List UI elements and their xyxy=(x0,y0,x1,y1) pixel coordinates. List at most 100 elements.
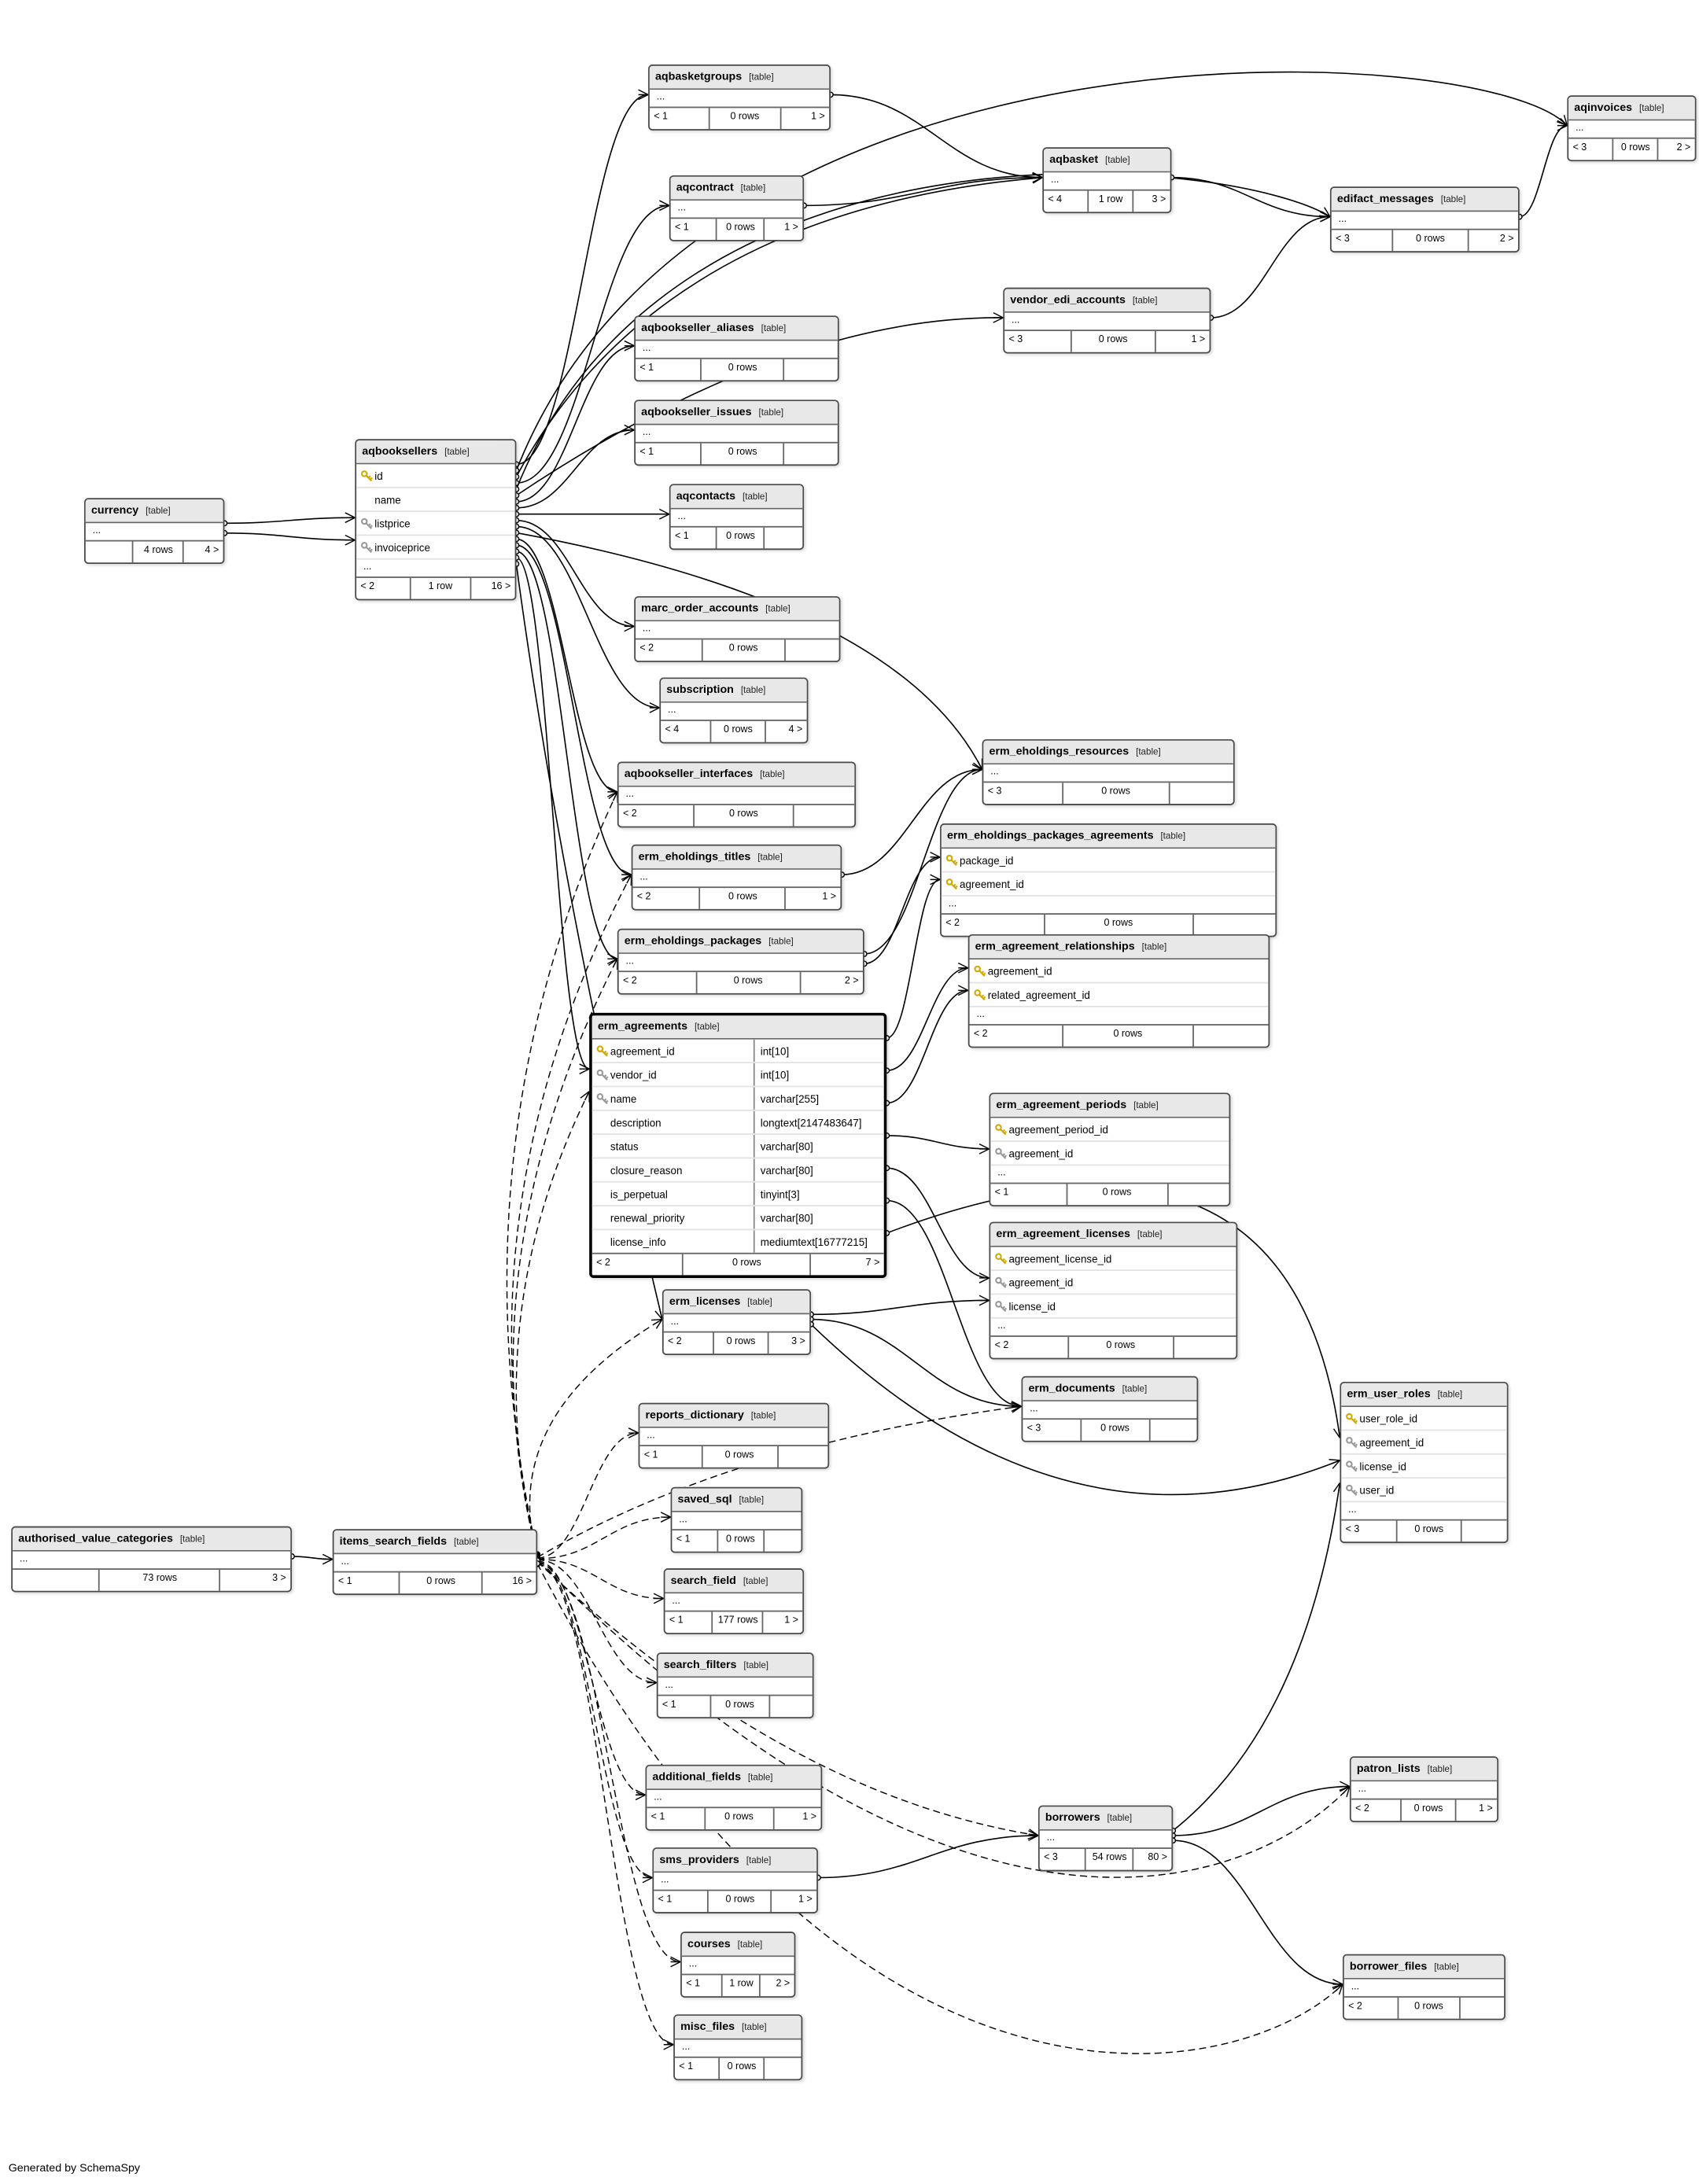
table-header: erm_agreement_relationships[table] xyxy=(969,935,1269,960)
table-header: aqbasket[table] xyxy=(1044,149,1170,173)
table-tag: [table] xyxy=(1427,1764,1453,1775)
table-title: aqbookseller_interfaces xyxy=(624,767,754,780)
table-tag: [table] xyxy=(739,1495,765,1505)
footer-child-count xyxy=(765,1530,802,1552)
relationship-edge xyxy=(883,985,969,1107)
footer-parent-count: < 1 xyxy=(647,1808,706,1829)
table-tag: [table] xyxy=(146,506,171,517)
ellipsis-row: ... xyxy=(1568,120,1695,139)
table-erm_agreement_licenses[interactable]: erm_agreement_licenses[table]agreement_l… xyxy=(989,1221,1238,1360)
relationship-edge xyxy=(534,1559,653,1884)
footer-parent-count: < 1 xyxy=(682,1975,724,1997)
relationship-edge xyxy=(534,1512,671,1562)
relationship-edge xyxy=(883,874,941,1041)
footer-child-count: 1 > xyxy=(802,1812,817,1823)
footer-row-count: 0 rows xyxy=(702,359,785,381)
table-header: aqbookseller_issues[table] xyxy=(636,401,838,425)
table-tag: [table] xyxy=(1141,942,1167,953)
relationship-edge xyxy=(529,1318,663,1560)
footer-parent-count: < 4 xyxy=(1044,190,1089,212)
footer-row-count: 0 rows xyxy=(1082,1420,1151,1441)
table-tag: [table] xyxy=(765,604,791,615)
table-header: borrowers[table] xyxy=(1039,1806,1172,1831)
footer-row-count: 0 rows xyxy=(714,1332,769,1354)
pk-key-icon xyxy=(995,1252,1009,1265)
relationship-edge xyxy=(513,89,649,468)
table-tag: [table] xyxy=(760,770,785,780)
table-tag: [table] xyxy=(1133,1101,1159,1111)
table-erm_eholdings_packages_agreements[interactable]: erm_eholdings_packages_agreements[table]… xyxy=(940,823,1277,937)
ellipsis-row: ... xyxy=(636,341,838,359)
footer-row-count: 0 rows xyxy=(1067,1184,1169,1206)
table-tag: [table] xyxy=(444,447,470,458)
table-title: misc_files xyxy=(680,2020,735,2033)
footer-row-count: 1 row xyxy=(723,1975,761,1997)
ellipsis-row: ... xyxy=(663,1314,810,1333)
relationship-edge xyxy=(534,1427,639,1561)
table-tag: [table] xyxy=(1137,1230,1163,1240)
table-tag: [table] xyxy=(1122,1384,1148,1394)
table-authorised_value_categories[interactable]: authorised_value_categories[table]...73 … xyxy=(11,1526,293,1593)
table-header: erm_agreements[table] xyxy=(592,1015,884,1040)
table-title: borrowers xyxy=(1045,1810,1100,1824)
table-tag: [table] xyxy=(746,1855,772,1866)
fk-key-icon xyxy=(1346,1483,1360,1496)
table-title: erm_licenses xyxy=(669,1295,741,1308)
footer-row-count: 0 rows xyxy=(1069,1336,1174,1358)
ellipsis-row: ... xyxy=(636,621,839,640)
table-erm_agreement_periods[interactable]: erm_agreement_periods[table]agreement_pe… xyxy=(989,1092,1231,1206)
footer-child-count: 4 > xyxy=(788,725,803,735)
footer-parent-count: < 2 xyxy=(942,914,1045,936)
footer-parent-count: < 2 xyxy=(664,1332,715,1354)
table-tag: [table] xyxy=(768,937,794,947)
footer-parent-count: < 2 xyxy=(1344,1997,1399,2019)
column-user_role_id: user_role_id xyxy=(1341,1407,1507,1431)
table-erm_agreement_relationships[interactable]: erm_agreement_relationships[table]agreem… xyxy=(967,934,1270,1048)
footer-parent-count: < 1 xyxy=(658,1696,711,1718)
